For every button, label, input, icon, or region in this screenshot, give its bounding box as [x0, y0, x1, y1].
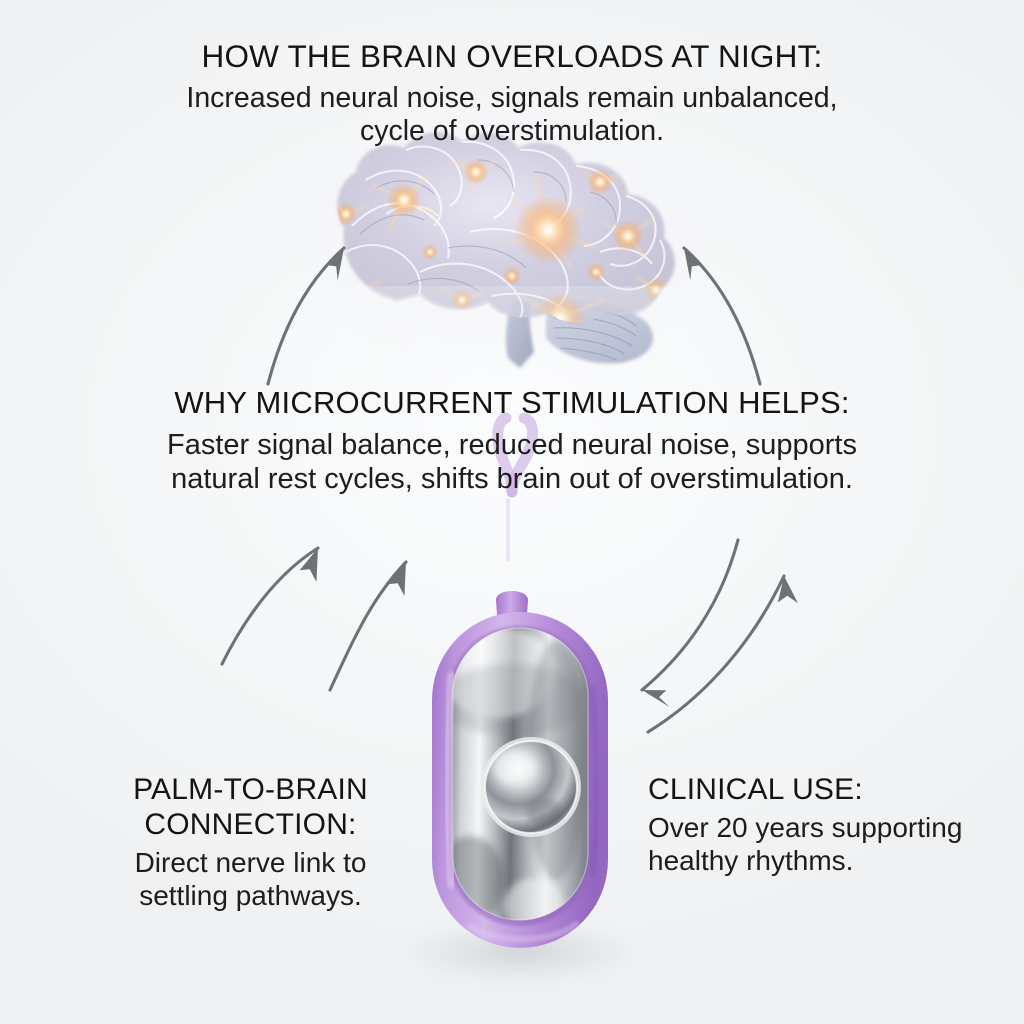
arrow-clinical-outward-shaft [646, 574, 786, 734]
clinical-use-body-line-2: healthy rhythms. [648, 844, 854, 876]
arrow-clinical-inward-shaft [640, 538, 740, 692]
device-shadow [400, 922, 640, 982]
arrow-head-palm-inner [387, 562, 406, 597]
palm-to-brain-body: Direct nerve link to settling pathways. [78, 847, 423, 913]
section-clinical-use: CLINICAL USE: Over 20 years supporting h… [648, 772, 1020, 878]
brain-overload-body-line-1: Increased neural noise, signals remain u… [186, 81, 838, 114]
device-metal-edge [451, 627, 589, 921]
brain-sulci [359, 159, 617, 293]
palm-to-brain-heading-line-2: CONNECTION: [144, 808, 357, 842]
clinical-use-heading: CLINICAL USE: [648, 773, 863, 806]
microcurrent-heading: WHY MICROCURRENT STIMULATION HELPS: [174, 385, 850, 420]
palm-to-brain-heading: PALM-TO-BRAIN CONNECTION: [78, 772, 423, 842]
arrow-head-clinical-outward [777, 576, 798, 604]
microcurrent-device [432, 591, 608, 948]
microcurrent-body: Faster signal balance, reduced neural no… [0, 429, 1024, 497]
microcurrent-body-line-2: natural rest cycles, shifts brain out of… [171, 463, 853, 496]
arrow-palm-outer-shaft [220, 546, 320, 666]
brain-overload-body: Increased neural noise, signals remain u… [0, 82, 1024, 149]
device-left-highlight [443, 671, 457, 889]
arrow-head-brain-left [325, 248, 344, 281]
brain-overload-heading: HOW THE BRAIN OVERLOADS AT NIGHT: [201, 38, 823, 74]
device-bottom-highlight [467, 921, 579, 943]
palm-to-brain-body-line-1: Direct nerve link to [134, 847, 367, 879]
palm-to-brain-heading-line-1: PALM-TO-BRAIN [133, 773, 368, 806]
arrow-palm-inner-shaft [328, 560, 408, 692]
brain-overload-body-line-2: cycle of overstimulation. [359, 115, 665, 148]
device-power-button [481, 737, 581, 837]
arrow-head-clinical-inward [642, 690, 670, 708]
section-brain-overload: HOW THE BRAIN OVERLOADS AT NIGHT: Increa… [0, 38, 1024, 149]
palm-to-brain-body-line-2: settling pathways. [139, 879, 362, 911]
device-right-shade [588, 686, 600, 878]
arrow-head-brain-right [684, 248, 703, 281]
microcurrent-body-line-1: Faster signal balance, reduced neural no… [167, 429, 857, 462]
clinical-use-body: Over 20 years supporting healthy rhythms… [648, 812, 1020, 878]
arrow-head-palm-outer [299, 548, 318, 583]
section-microcurrent: WHY MICROCURRENT STIMULATION HELPS: Fast… [0, 385, 1024, 497]
clinical-use-body-line-1: Over 20 years supporting [648, 812, 963, 844]
section-palm-to-brain: PALM-TO-BRAIN CONNECTION: Direct nerve l… [78, 772, 423, 913]
arrow-heads [299, 248, 798, 708]
